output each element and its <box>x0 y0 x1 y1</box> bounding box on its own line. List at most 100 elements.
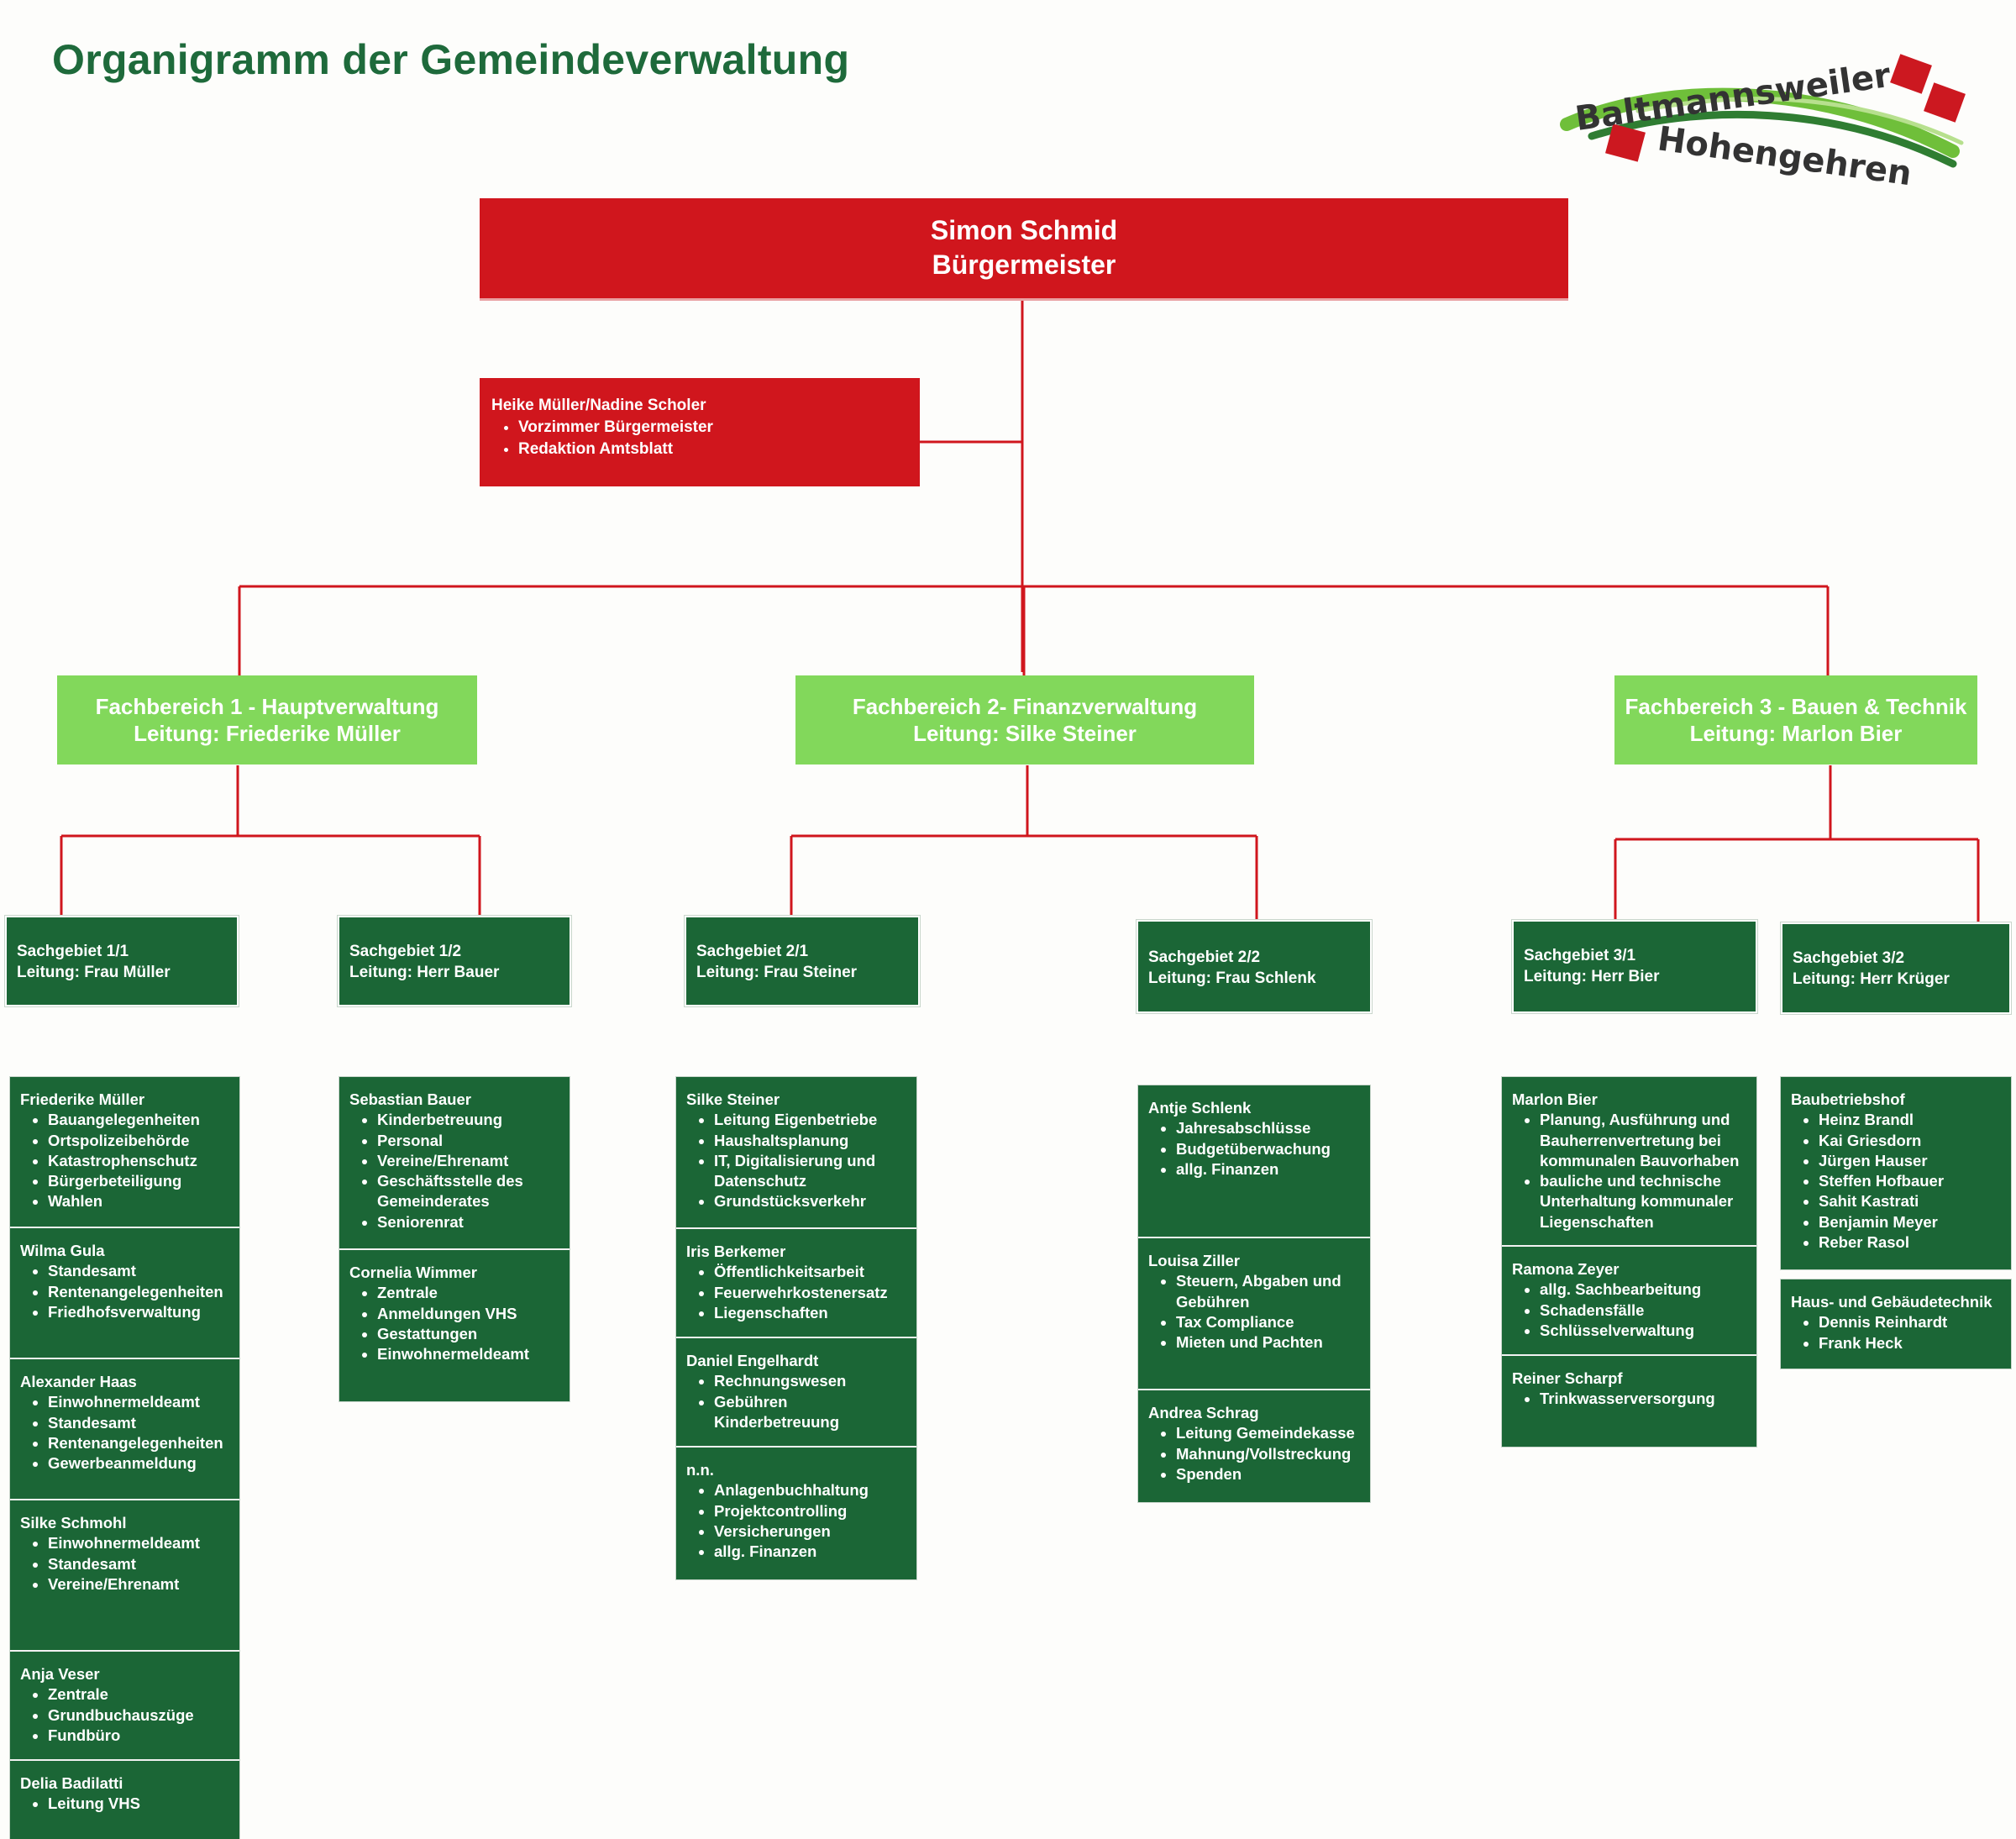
employee-card: Antje Schlenk Jahresabschlüsse Budgetübe… <box>1138 1085 1370 1238</box>
employee-task: Spenden <box>1176 1464 1362 1484</box>
employee-card: Iris Berkemer Öffentlichkeitsarbeit Feue… <box>676 1229 916 1338</box>
employee-task: Kinderbetreuung <box>377 1110 561 1130</box>
employee-card: Anja Veser Zentrale Grundbuchauszüge Fun… <box>10 1652 239 1761</box>
staff-office-box: Heike Müller/Nadine Scholer Vorzimmer Bü… <box>480 378 920 486</box>
employee-task: Zentrale <box>48 1684 231 1705</box>
employee-task: Einwohnermeldeamt <box>48 1533 231 1553</box>
employee-task: allg. Sachbearbeitung <box>1540 1279 1748 1300</box>
subject-area-3-1: Sachgebiet 3/1 Leitung: Herr Bier <box>1511 919 1758 1014</box>
subject-area-3-2: Sachgebiet 3/2 Leitung: Herr Krüger <box>1780 922 2012 1015</box>
employee-task: Fundbüro <box>48 1726 231 1746</box>
department-title: Fachbereich 3 - Bauen & Technik <box>1625 694 1967 719</box>
department-3-box: Fachbereich 3 - Bauen & Technik Leitung:… <box>1614 675 1977 764</box>
employee-task: Katastrophenschutz <box>48 1151 231 1171</box>
employee-task: Zentrale <box>377 1283 561 1303</box>
employee-task: Benjamin Meyer <box>1819 1212 2003 1232</box>
employee-task: Dennis Reinhardt <box>1819 1312 2003 1332</box>
employee-name: Baubetriebshof <box>1791 1090 1905 1108</box>
employee-task: Leitung Eigenbetriebe <box>714 1110 908 1130</box>
employee-name: Anja Veser <box>20 1665 100 1683</box>
employee-task: Steuern, Abgaben und Gebühren <box>1176 1271 1362 1312</box>
mayor-role: Bürgermeister <box>932 250 1116 280</box>
employee-card: Louisa Ziller Steuern, Abgaben und Gebüh… <box>1138 1238 1370 1390</box>
employee-task: Anmeldungen VHS <box>377 1304 561 1324</box>
employee-name: Andrea Schrag <box>1148 1404 1259 1421</box>
employee-card: Alexander Haas Einwohnermeldeamt Standes… <box>10 1359 239 1500</box>
employee-task: Steffen Hofbauer <box>1819 1171 2003 1191</box>
employee-card: Marlon Bier Planung, Ausführung und Bauh… <box>1502 1077 1756 1247</box>
employee-name: Wilma Gula <box>20 1242 105 1259</box>
employee-card: Daniel Engelhardt Rechnungswesen Gebühre… <box>676 1338 916 1448</box>
subject-title: Sachgebiet 3/1 <box>1524 947 1636 964</box>
employee-task: Jürgen Hauser <box>1819 1151 2003 1171</box>
staff-column-1-2: Sebastian Bauer Kinderbetreuung Personal… <box>339 1076 570 1402</box>
employee-task: Mahnung/Vollstreckung <box>1176 1444 1362 1464</box>
employee-task: Ortspolizeibehörde <box>48 1131 231 1151</box>
department-2-box: Fachbereich 2- Finanzverwaltung Leitung:… <box>795 675 1254 764</box>
subject-title: Sachgebiet 3/2 <box>1793 949 1905 967</box>
subject-title: Sachgebiet 1/2 <box>349 943 462 960</box>
employee-task: Vereine/Ehrenamt <box>48 1574 231 1595</box>
employee-task: bauliche und technische Unterhaltung kom… <box>1540 1171 1748 1232</box>
employee-name: Ramona Zeyer <box>1512 1260 1620 1278</box>
employee-card: Sebastian Bauer Kinderbetreuung Personal… <box>339 1077 570 1250</box>
employee-task: Standesamt <box>48 1261 231 1281</box>
employee-card: Reiner Scharpf Trinkwasserversorgung <box>1502 1356 1756 1447</box>
employee-card: Wilma Gula Standesamt Rentenangelegenhei… <box>10 1228 239 1359</box>
staff-column-1-1: Friederike Müller Bauangelegenheiten Ort… <box>9 1076 240 1839</box>
subject-title: Sachgebiet 1/1 <box>17 943 129 960</box>
employee-card: Friederike Müller Bauangelegenheiten Ort… <box>10 1077 239 1228</box>
employee-task: Personal <box>377 1131 561 1151</box>
employee-task: Bauangelegenheiten <box>48 1110 231 1130</box>
employee-task: Versicherungen <box>714 1521 908 1542</box>
staff-column-3-2b: Haus- und Gebäudetechnik Dennis Reinhard… <box>1780 1279 2012 1369</box>
subject-area-2-1: Sachgebiet 2/1 Leitung: Frau Steiner <box>684 915 921 1007</box>
employee-task: allg. Finanzen <box>714 1542 908 1562</box>
employee-task: Schadensfälle <box>1540 1300 1748 1321</box>
employee-name: Daniel Engelhardt <box>686 1352 819 1369</box>
staff-column-2-2: Antje Schlenk Jahresabschlüsse Budgetübe… <box>1137 1085 1371 1503</box>
subject-area-1-2: Sachgebiet 1/2 Leitung: Herr Bauer <box>337 915 572 1007</box>
employee-task: Seniorenrat <box>377 1212 561 1232</box>
subject-lead: Leitung: Herr Bier <box>1524 968 1660 985</box>
employee-name: Friederike Müller <box>20 1090 145 1108</box>
employee-name: Cornelia Wimmer <box>349 1264 477 1281</box>
municipality-logo: Baltmannsweiler Hohengehren <box>1560 54 1966 193</box>
employee-task: Leitung VHS <box>48 1794 231 1814</box>
employee-task: Öffentlichkeitsarbeit <box>714 1262 908 1282</box>
employee-task: Kai Griesdorn <box>1819 1131 2003 1151</box>
employee-task: Jahresabschlüsse <box>1176 1118 1362 1138</box>
employee-task: Rentenangelegenheiten <box>48 1433 231 1453</box>
staff-column-3-1: Marlon Bier Planung, Ausführung und Bauh… <box>1501 1076 1757 1448</box>
employee-task: Liegenschaften <box>714 1303 908 1323</box>
employee-card: Baubetriebshof Heinz Brandl Kai Griesdor… <box>1781 1077 2011 1269</box>
page-title: Organigramm der Gemeindeverwaltung <box>52 36 850 83</box>
employee-name: n.n. <box>686 1461 714 1479</box>
employee-task: Reber Rasol <box>1819 1232 2003 1253</box>
subject-lead: Leitung: Frau Müller <box>17 964 171 981</box>
employee-task: Schlüsselverwaltung <box>1540 1321 1748 1341</box>
employee-task: Grundbuchauszüge <box>48 1705 231 1726</box>
employee-task: Tax Compliance <box>1176 1312 1362 1332</box>
employee-card: n.n. Anlagenbuchhaltung Projektcontrolli… <box>676 1448 916 1579</box>
employee-name: Sebastian Bauer <box>349 1090 471 1108</box>
employee-task: IT, Digitalisierung und Datenschutz <box>714 1151 908 1192</box>
staff-office-name: Heike Müller/Nadine Scholer <box>491 397 706 414</box>
employee-name: Iris Berkemer <box>686 1243 786 1260</box>
employee-name: Silke Schmohl <box>20 1514 127 1532</box>
department-title: Fachbereich 2- Finanzverwaltung <box>852 694 1198 719</box>
subject-lead: Leitung: Frau Steiner <box>696 964 858 981</box>
employee-task: Gestattungen <box>377 1324 561 1344</box>
employee-task: Vereine/Ehrenamt <box>377 1151 561 1171</box>
employee-task: Leitung Gemeindekasse <box>1176 1423 1362 1443</box>
employee-task: Haushaltsplanung <box>714 1131 908 1151</box>
employee-task: Budgetüberwachung <box>1176 1139 1362 1159</box>
employee-card: Silke Steiner Leitung Eigenbetriebe Haus… <box>676 1077 916 1229</box>
employee-task: Einwohnermeldeamt <box>377 1344 561 1364</box>
subject-title: Sachgebiet 2/2 <box>1148 948 1261 966</box>
employee-name: Alexander Haas <box>20 1373 137 1390</box>
subject-title: Sachgebiet 2/1 <box>696 943 809 960</box>
department-1-box: Fachbereich 1 - Hauptverwaltung Leitung:… <box>57 675 477 764</box>
employee-task: Gebühren Kinderbetreuung <box>714 1392 908 1433</box>
subject-area-1-1: Sachgebiet 1/1 Leitung: Frau Müller <box>4 915 239 1007</box>
